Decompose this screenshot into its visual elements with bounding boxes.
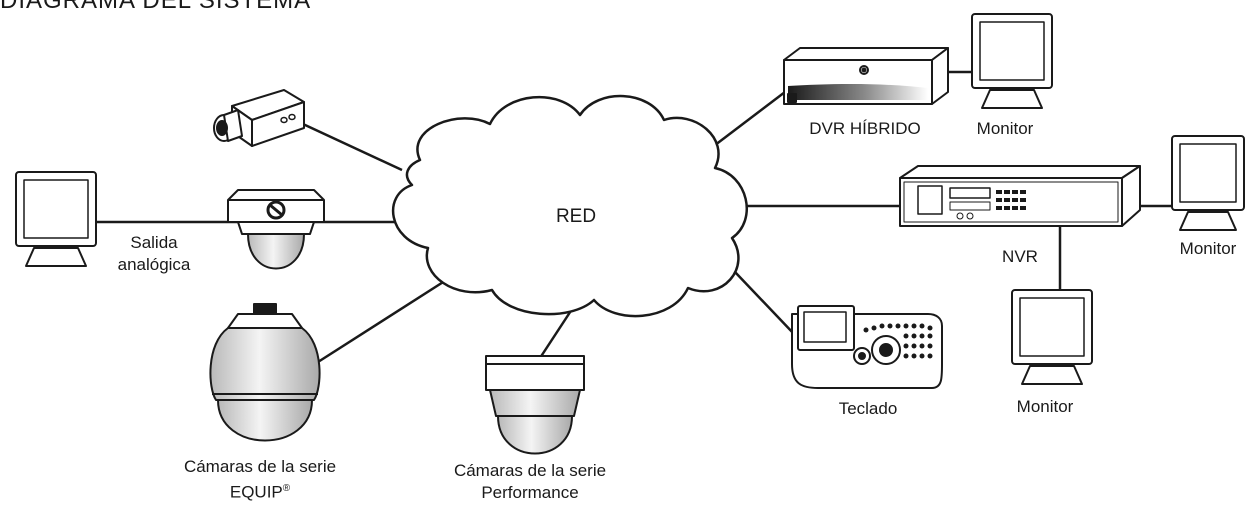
equip-name: EQUIP [229, 482, 283, 502]
analog-output-label-line2: analógica [117, 255, 191, 274]
monitor-icon [1171, 135, 1245, 231]
analog-output-label: Salida analógica [104, 232, 204, 276]
monitor-icon [971, 13, 1053, 109]
performance-cameras-label: Cámaras de la serie Performance [440, 460, 620, 504]
box-camera-icon [213, 89, 305, 147]
monitor-label: Monitor [1179, 239, 1237, 258]
link-keyboard [734, 271, 796, 336]
monitor-icon [15, 171, 97, 267]
monitor-icon [1011, 289, 1093, 385]
dvr-label: DVR HÍBRIDO [809, 119, 921, 138]
equip-cameras-label-line1: Cámaras de la serie [183, 457, 337, 476]
performance-dome-icon [485, 355, 585, 455]
keyboard-label: Teclado [838, 399, 898, 418]
link-ptz-camera [317, 268, 463, 364]
dome-camera-icon [227, 189, 325, 270]
registered-mark: ® [282, 483, 291, 494]
nvr-label: NVR [1002, 247, 1038, 266]
link-box-camera [289, 116, 403, 172]
nvr-icon [899, 165, 1141, 227]
analog-output-label-line1: Salida [130, 233, 178, 252]
cloud-label: RED [555, 206, 597, 227]
monitor-label: Monitor [1016, 397, 1074, 416]
performance-cameras-label-line2: Performance [481, 483, 579, 502]
performance-cameras-label-line1: Cámaras de la serie [453, 461, 607, 480]
equip-cameras-label-line2: EQUIP® [170, 478, 350, 504]
page-title: DIAGRAMA DEL SISTEMA [0, 0, 312, 14]
ptz-camera-icon [209, 303, 321, 442]
dvr-icon [783, 47, 949, 105]
equip-cameras-label: Cámaras de la serie EQUIP® [170, 456, 350, 504]
keyboard-icon [791, 305, 943, 389]
network-cloud-icon [391, 94, 748, 318]
monitor-label: Monitor [976, 119, 1034, 138]
